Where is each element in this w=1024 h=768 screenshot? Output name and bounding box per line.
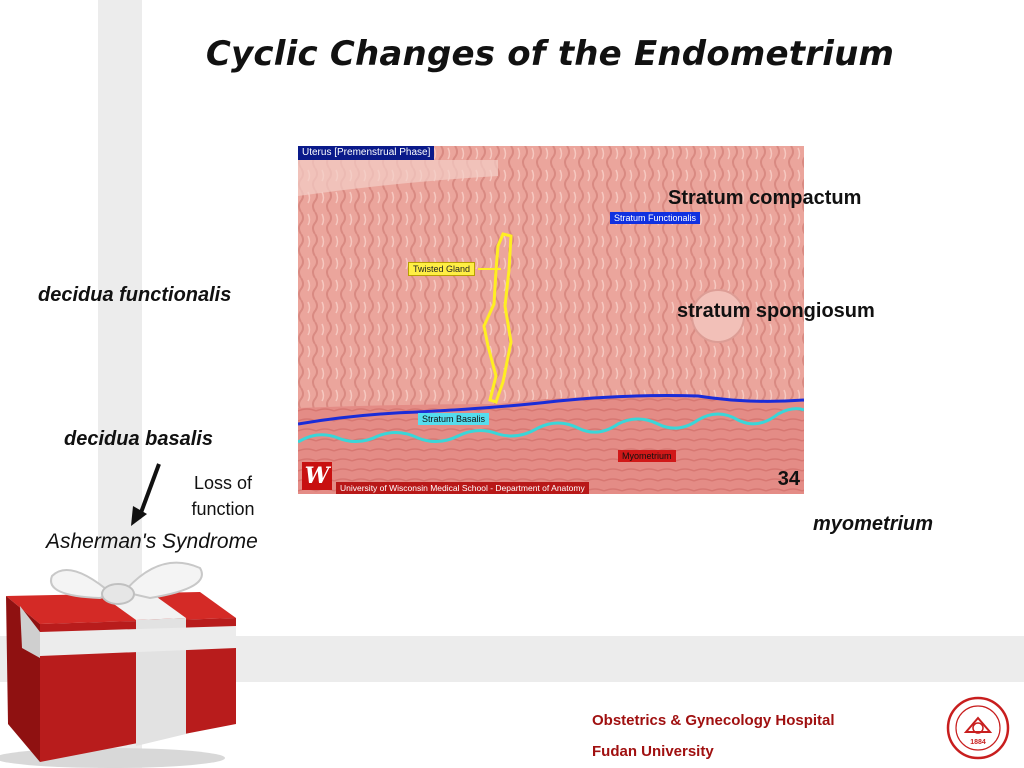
label-decidua-functionalis: decidua functionalis: [38, 284, 232, 306]
wisconsin-logo: W: [302, 462, 332, 490]
tag-stratum-functionalis: Stratum Functionalis: [610, 212, 701, 224]
gift-box-icon: [0, 561, 236, 768]
label-ashermans-syndrome: Asherman's Syndrome: [46, 530, 258, 553]
hospital-seal-icon: 1884: [946, 696, 1010, 760]
tag-twisted-gland: Twisted Gland: [408, 262, 476, 276]
tag-stratum-basalis: Stratum Basalis: [418, 413, 490, 425]
micrograph-credit: University of Wisconsin Medical School -…: [336, 482, 589, 494]
label-decidua-basalis: decidua basalis: [64, 428, 213, 450]
endometrium-micrograph: Uterus [Premenstrual Phase] Stratum Func…: [298, 146, 804, 494]
label-myometrium: myometrium: [813, 513, 934, 535]
footer-hospital-name: Obstetrics & Gynecology Hospital: [592, 712, 835, 729]
slide-title: Cyclic Changes of the Endometrium: [205, 34, 895, 74]
down-left-arrow-icon: [131, 463, 161, 526]
label-stratum-spongiosum: stratum spongiosum: [677, 300, 875, 322]
micrograph-title-bar: Uterus [Premenstrual Phase]: [298, 146, 435, 160]
label-loss-of-function: Loss of function: [191, 473, 255, 519]
label-stratum-compactum: Stratum compactum: [668, 187, 862, 209]
footer-university-name: Fudan University: [592, 743, 714, 760]
seal-year: 1884: [970, 739, 986, 746]
tag-myometrium: Myometrium: [618, 450, 676, 462]
micrograph-number: 34: [777, 468, 800, 490]
